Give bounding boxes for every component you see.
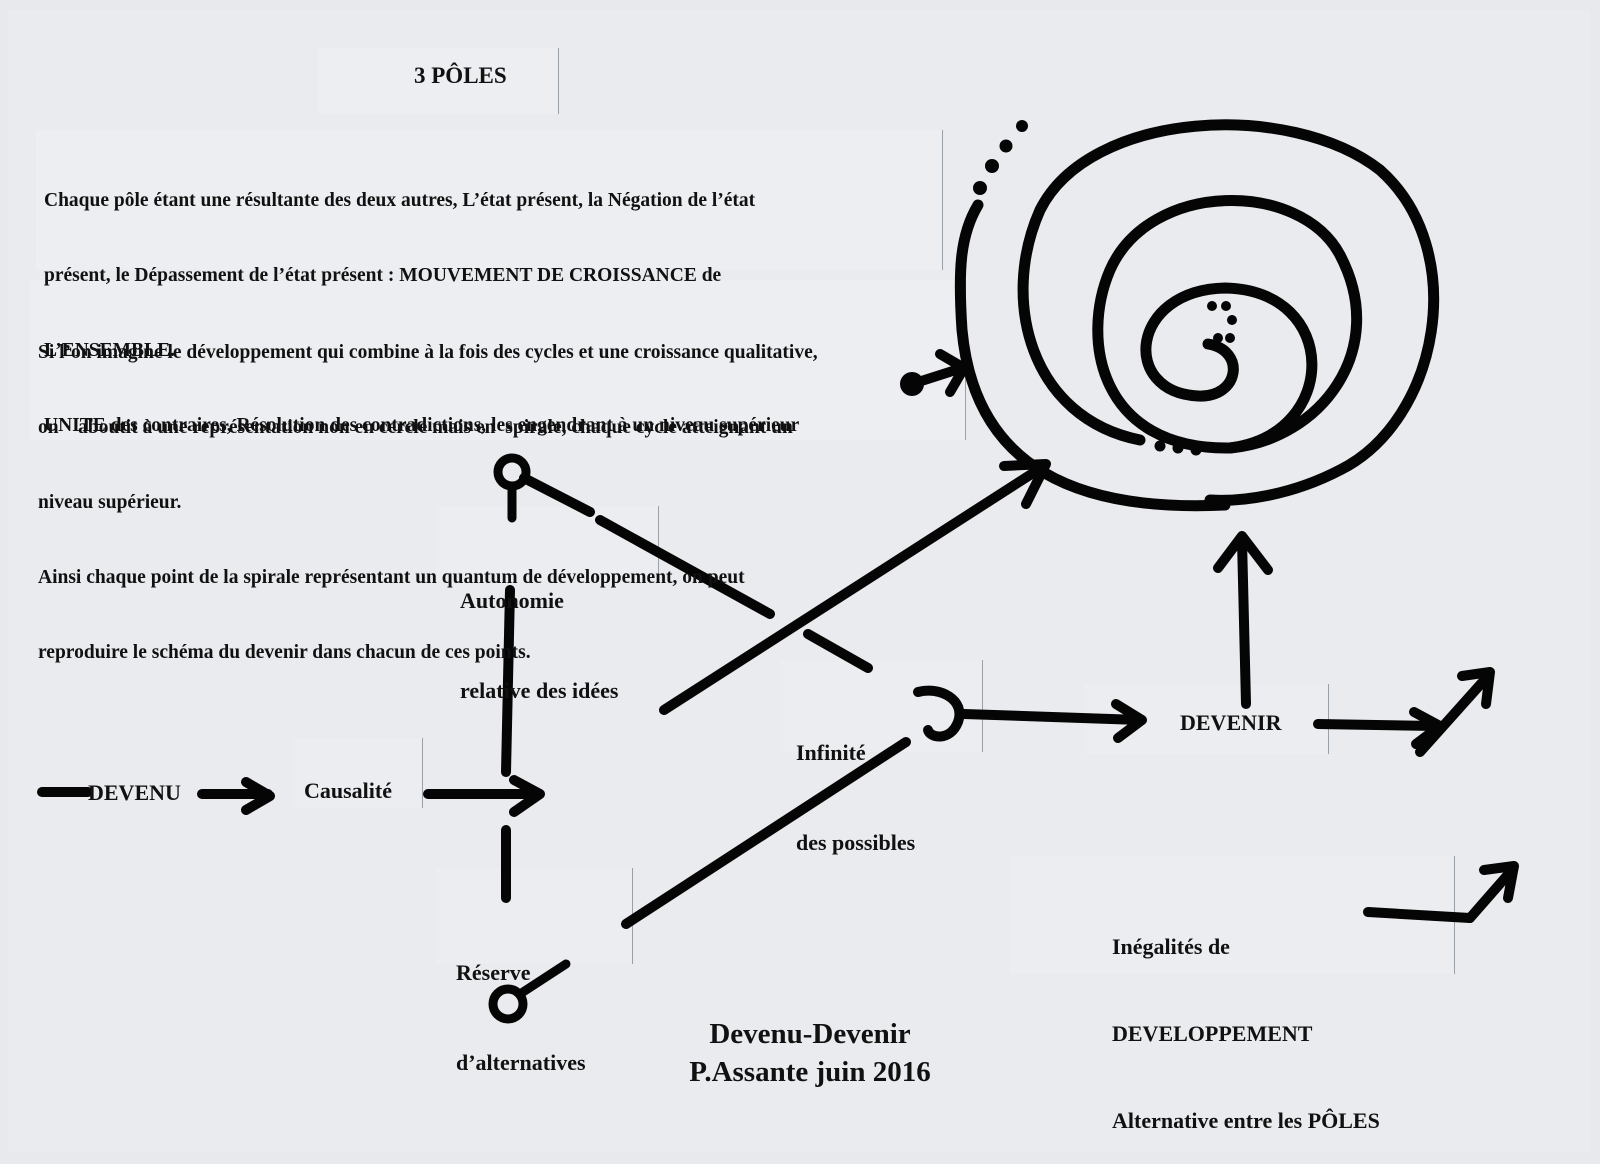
node-inegalites-line: Inégalités de <box>1112 934 1230 959</box>
node-devenir: DEVENIR <box>1180 710 1282 735</box>
devenir-bent-arrowhead <box>1457 667 1495 709</box>
diagonal-seg-1 <box>519 473 595 517</box>
causalite-junction-arrowhead <box>509 775 545 817</box>
reserve-circle <box>488 984 528 1024</box>
footer-title: Devenu-Devenir <box>709 1018 911 1050</box>
to-spiral-arrowhead <box>999 459 1051 509</box>
devenu-causalite-arrowhead <box>241 777 275 815</box>
infinite-devenir-line <box>959 709 1145 725</box>
infinite-devenir-arrowhead <box>1111 699 1147 743</box>
spiral-line: on aboutit à une représentation non en c… <box>38 417 793 438</box>
node-devenu: DEVENU <box>88 780 181 805</box>
node-inegalites-line: DEVELOPPEMENT <box>1112 1021 1313 1046</box>
node-reserve-line: Réserve <box>456 960 531 985</box>
poles-line: présent, le Dépassement de l’état présen… <box>44 265 722 286</box>
poles-line: UNITE des contraires, Résolution des con… <box>44 415 800 436</box>
spiral-line: reproduire le schéma du devenir dans cha… <box>38 642 531 663</box>
spiral-paragraph: Si l’on imagine le développement qui com… <box>38 290 818 715</box>
node-autonomie-line: relative des idées <box>460 678 619 703</box>
poles-text-pane <box>36 130 943 270</box>
devenir-up-line <box>1237 535 1251 709</box>
diagonal-seg-3 <box>803 629 873 673</box>
devenir-bent-line <box>1415 671 1493 757</box>
inegalites-arrowhead <box>1479 861 1519 903</box>
node-reserve: Réserve d’alternatives <box>456 898 586 1138</box>
spiral-entry-line <box>907 363 967 389</box>
node-autonomie: Autonomie relative des idées <box>460 526 618 766</box>
footer-author: P.Assante juin 2016 <box>689 1056 931 1088</box>
reserve-circle-tail <box>515 959 571 999</box>
node-autonomie-line: Autonomie <box>460 588 564 613</box>
node-inegalites: Inégalités de DEVELOPPEMENT Alternative … <box>1112 874 1380 1164</box>
poles-line: Chaque pôle étant une résultante des deu… <box>44 190 756 211</box>
node-reserve-line: d’alternatives <box>456 1050 586 1075</box>
diagonal-seg-2 <box>595 515 775 619</box>
spiral-text-pane <box>30 280 966 440</box>
to-spiral-line <box>659 461 1049 715</box>
devenir-right-line <box>1313 719 1441 731</box>
infinite-circle <box>913 685 965 742</box>
node-infinite: Infinité des possibles <box>796 678 915 918</box>
devenir-up-arrowhead <box>1213 531 1273 575</box>
node-causalite: Causalité <box>304 778 392 803</box>
spiral-entry-arrowhead <box>935 349 969 397</box>
poles-line: L’ENSEMBLE. <box>44 340 175 361</box>
inegalites-bent-line <box>1465 865 1517 923</box>
node-infinite-line: Infinité <box>796 740 866 765</box>
node-inegalites-line: Alternative entre les PÔLES <box>1112 1108 1380 1133</box>
vertical-upper-line <box>501 585 515 777</box>
node-infinite-line: des possibles <box>796 830 916 855</box>
page-title: 3 PÔLES <box>414 63 507 88</box>
causalite-pane <box>292 738 423 808</box>
autonomie-pane <box>436 506 659 582</box>
spiral-line: Ainsi chaque point de la spirale représe… <box>38 567 745 588</box>
reserve-infinite-line <box>621 737 911 929</box>
spiral-line: Si l’on imagine le développement qui com… <box>38 342 818 363</box>
poles-paragraph: Chaque pôle étant une résultante des deu… <box>44 138 799 488</box>
spiral <box>900 119 1440 512</box>
spiral-outer <box>954 199 1231 512</box>
spiral-dots <box>973 120 1237 456</box>
inegalites-line <box>1363 907 1475 923</box>
spiral-path <box>1140 282 1318 454</box>
title-pane <box>318 48 559 114</box>
spiral-ring-3 <box>1017 119 1440 506</box>
spiral-line: niveau supérieur. <box>38 492 182 513</box>
spiral-ring-2 <box>1092 195 1363 454</box>
